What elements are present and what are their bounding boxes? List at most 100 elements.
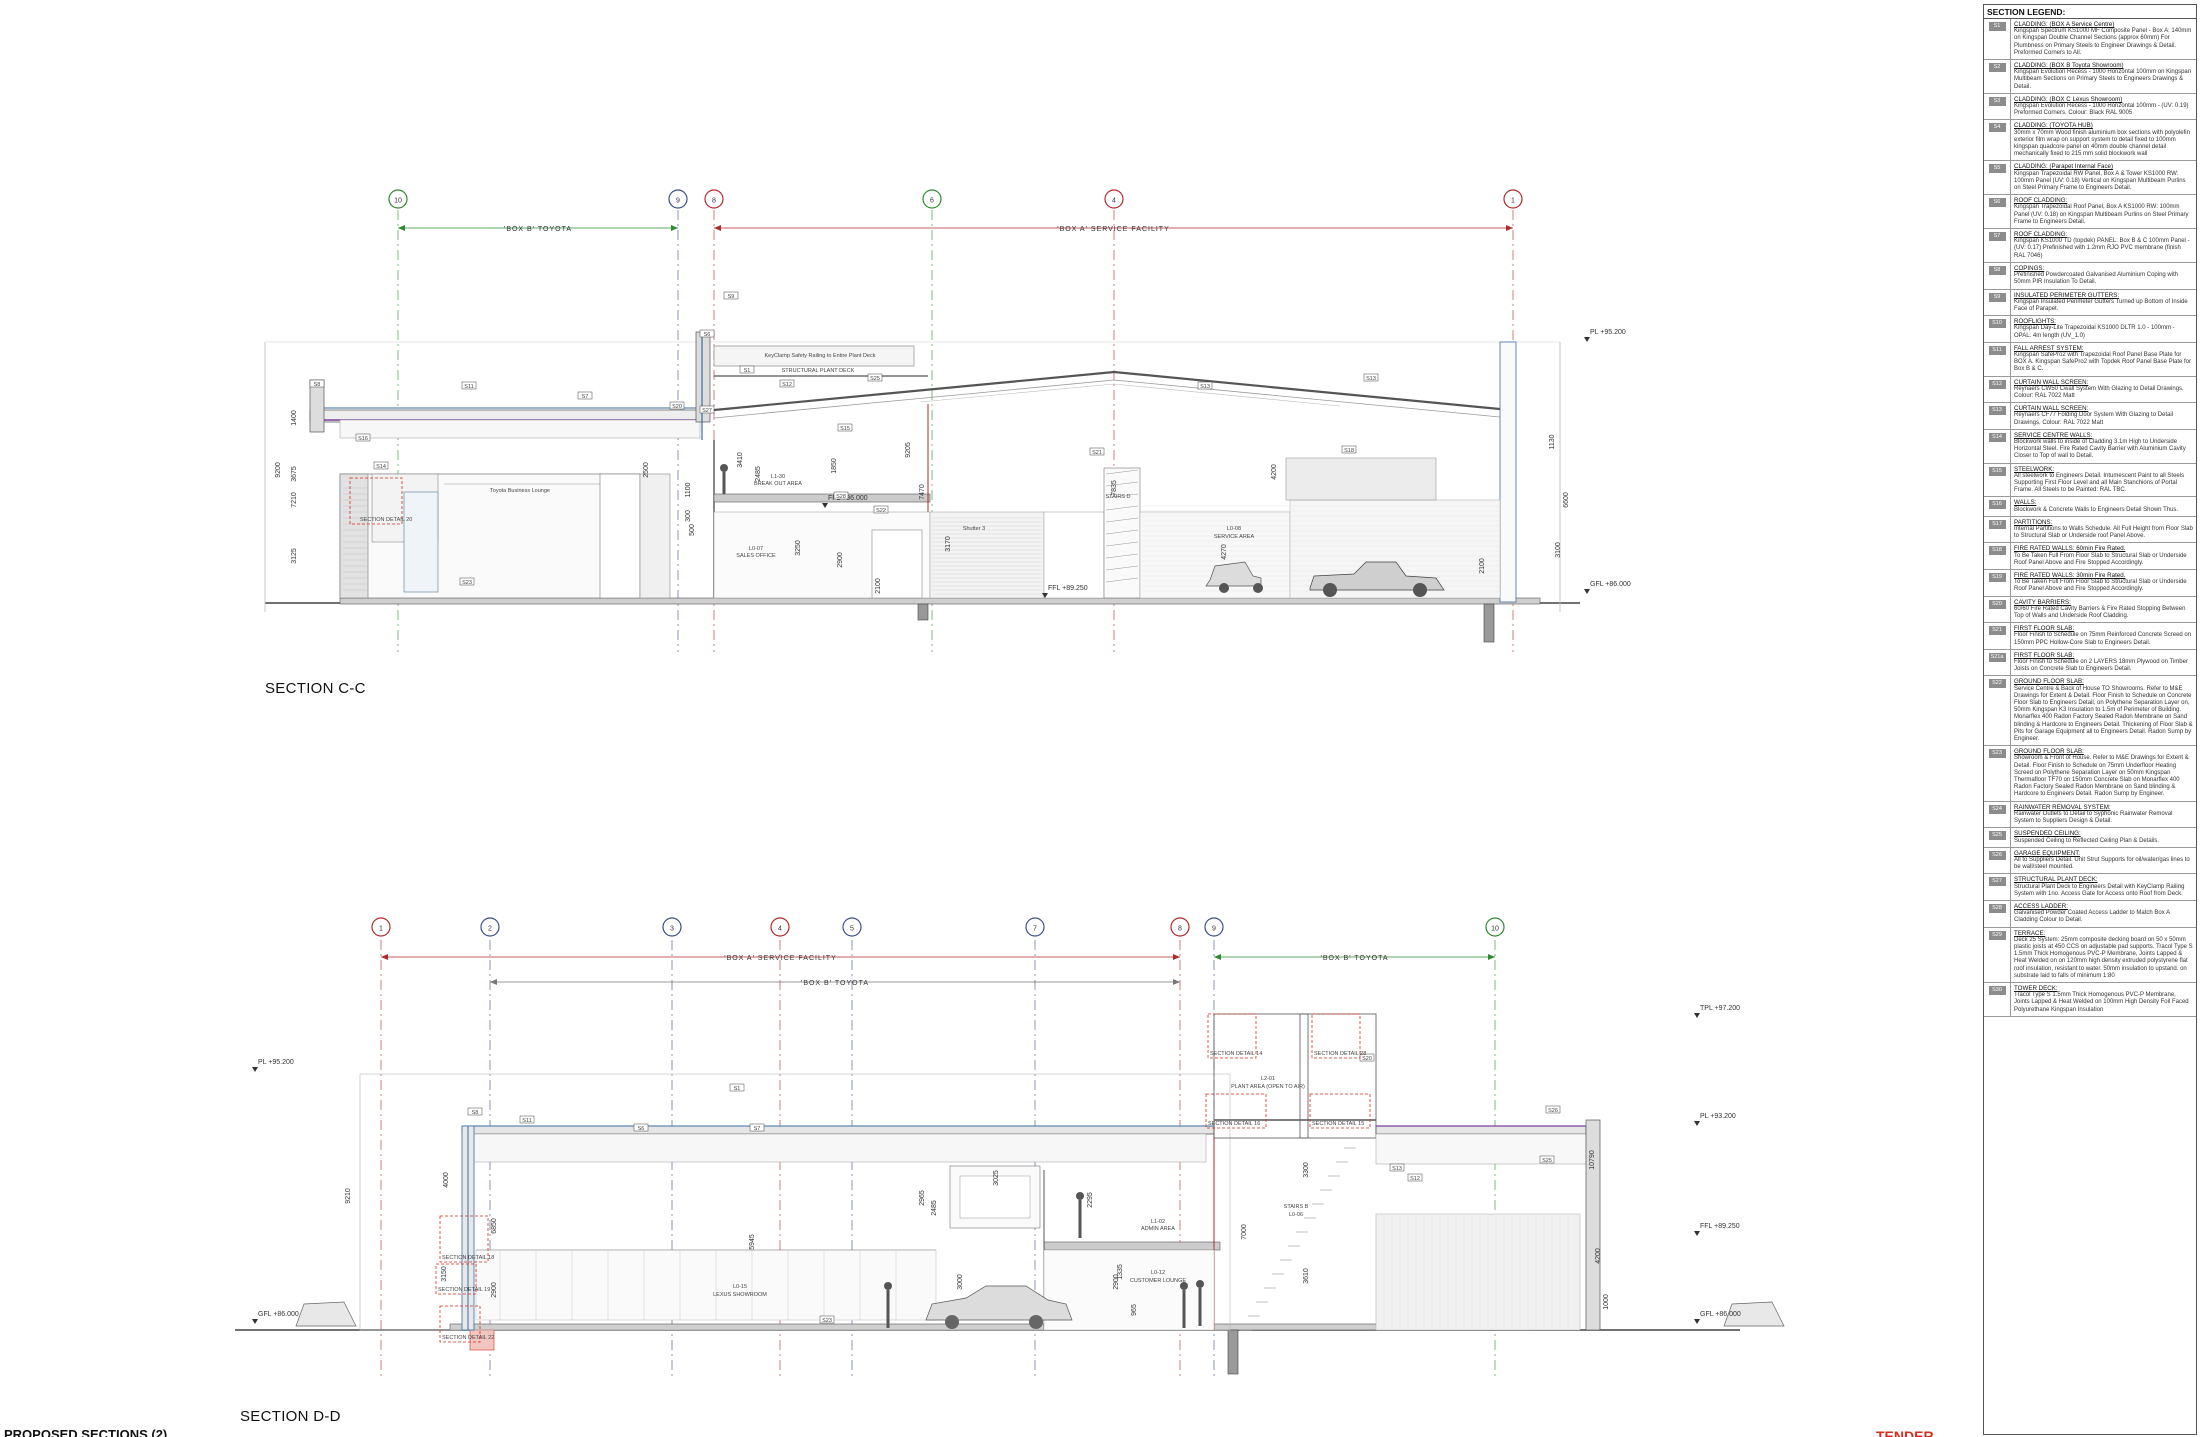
dimension-label: 2965 [919,1190,926,1206]
legend-text: CURTAIN WALL SCREEN:Reynaers CF77 Foldin… [2011,403,2196,429]
parapet [1585,1119,1601,1331]
legend-key-badge: S1 [1988,22,2006,31]
room-code: L0-08 [1227,526,1241,532]
section-tag [1197,381,1213,390]
grid-bubble [770,917,790,937]
section-tag-label: S13 [1366,376,1376,382]
section-tag-label: S15 [840,426,850,432]
zone-label: 'BOX A' SERVICE FACILITY [724,955,837,962]
legend-item-heading: FALL ARREST SYSTEM: [2014,344,2084,352]
legend-item-description: Prefinished Powdercoated Galvanised Alum… [2014,272,2179,286]
section-tag-label: S26 [1548,1108,1558,1114]
first-floor-slab [1043,1241,1221,1251]
section-tag-label: S25 [870,376,880,382]
section-dd-title: SECTION D-D [240,1408,341,1425]
legend-list: S1 CLADDING: (BOX A Service Centre)Kingsp… [1984,19,2196,1017]
legend-key-cell: S11 [1984,342,2011,376]
level-label: PL +95.200 [258,1059,294,1066]
dimension-label: 2100 [875,578,882,594]
grid-bubble-label: 6 [930,198,934,205]
legend-text: FIRST FLOOR SLAB:Floor Finish to Schedul… [2011,650,2196,676]
legend-key-badge: S15 [1988,466,2006,476]
section-tag [373,461,389,470]
legend-text: FIRE RATED WALLS: 60min Fire Rated.To Be… [2011,543,2196,569]
pitched-roof [713,370,1511,412]
legend-text: ACCESS LADDER:Galvanised Powder Coated A… [2011,901,2196,927]
legend-text: CLADDING: (BOX A Service Centre)Kingspan… [2011,19,2196,59]
legend-item-heading: STRUCTURAL PLANT DECK: [2014,876,2098,884]
legend-text: CLADDING: (Parapet Internal Face)Kingspa… [2011,161,2196,194]
legend-text: CLADDING: (TOYOTA HUB)30mm x 70mm Wood f… [2011,120,2196,160]
section-tag-label: S28 [836,494,846,500]
person-head [720,464,728,472]
status-label: TENDER [1876,1428,1934,1437]
legend-item-heading: RAINWATER REMOVAL SYSTEM: [2014,803,2111,811]
first-floor-slab [713,493,931,503]
legend-text: GROUND FLOOR SLAB:Service Centre & Back … [2011,676,2196,745]
section-tag-label: S14 [376,464,386,470]
legend-key-cell: S8 [1984,262,2011,289]
dimension-label: 7835 [1111,480,1118,496]
room-code: L0-12 [1151,1270,1165,1276]
window [959,1175,1031,1219]
detail-callout-label: SECTION DETAIL 28 [1314,1051,1366,1057]
dimension-label: 3300 [1303,1162,1310,1178]
store [1043,511,1105,599]
grid-bubble-label: 3 [670,926,674,933]
legend-text: CURTAIN WALL SCREEN:Reynaers CW50 Cwall … [2011,377,2196,403]
legend-key-badge: S12 [1988,379,2006,389]
level-marker [252,1319,258,1324]
legend-key-badge: S25 [1988,831,2006,841]
person-head [1196,1280,1204,1288]
zone-label: 'BOX B' TOYOTA [504,226,572,233]
section-tag [309,379,325,388]
room-label: KeyClamp Safety Railing to Entire Plant … [765,353,876,359]
parapet-outline [359,1073,1231,1331]
legend-item-description: Kingspan Evolution Recess - 1000 Horizon… [2014,103,2189,117]
zone-arrow [1173,954,1180,960]
level-label: TPL +97.200 [1700,1005,1740,1012]
legend-key-cell: S20 [1984,596,2011,623]
legend-key-badge: S22 [1988,679,2006,689]
section-tag-label: S11 [522,1118,531,1124]
dimension-label: 7000 [1241,1224,1248,1240]
section-tag [779,379,795,388]
dimension-label: 9200 [275,462,282,478]
legend-item-description: 60/60 Fire Rated Cavity Barriers & Fire … [2014,605,2186,620]
legend-text: ROOFLIGHTS:Kingspan Day-Lite Trapezoidal… [2011,316,2196,342]
legend-key-cell: S19 [1984,570,2011,596]
glazing-panel [403,491,439,593]
ceiling-void [1375,1133,1587,1165]
legend-item-description: Internal Partitions to Walls Schedule. A… [2014,525,2193,540]
legend-text: INSULATED PERIMETER GUTTERS:Kingspan Ins… [2011,290,2196,316]
section-tag-label: S20 [1362,1056,1372,1062]
wheel [945,1315,959,1329]
grid-bubble [1104,189,1124,209]
level-marker [1584,589,1590,594]
level-label: PL +93.200 [1700,1113,1736,1120]
section-tag [699,329,715,338]
grid-bubble-label: 10 [1491,926,1499,933]
level-label: PL +95.200 [1590,329,1626,336]
legend-item-description: Floor Finish to Schedule on 2 LAYERS 18m… [2014,659,2188,673]
section-tag-label: S12 [1410,1176,1420,1182]
car-silhouette [1205,561,1262,587]
legend-key-badge: S7 [1988,232,2006,242]
legend-key-badge: S29 [1988,930,2006,940]
legend-key-badge: S23 [1988,749,2006,759]
grid-bubble [1204,917,1224,937]
grid-bubble-label: 8 [712,198,716,205]
section-tag-label: S18 [1344,448,1354,454]
legend-item-heading: CLADDING: (BOX B Toyota Showroom) [2014,62,2124,70]
plant-deck-railing [713,345,915,367]
